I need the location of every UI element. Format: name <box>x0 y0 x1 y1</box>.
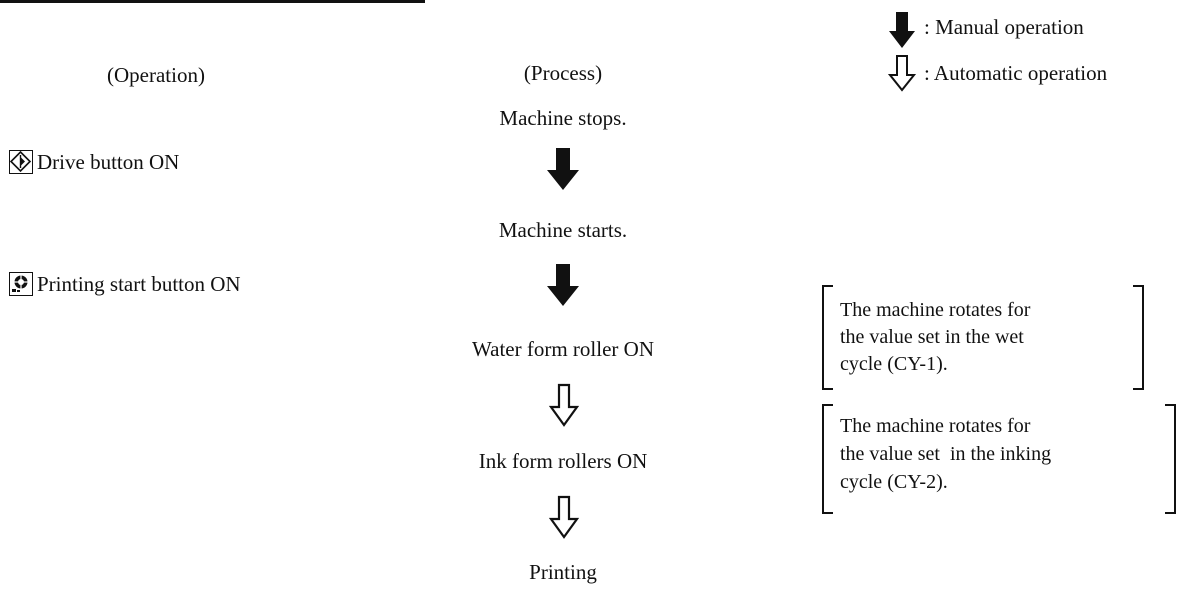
note-line: The machine rotates for <box>840 415 1031 437</box>
note-bracket-left <box>822 285 833 390</box>
note-bracket-left <box>822 404 833 514</box>
process-step: Machine starts. <box>498 218 628 242</box>
note-bracket-right <box>1165 404 1176 514</box>
printing-start-button-icon <box>9 272 33 296</box>
process-step: Water form roller ON <box>472 337 654 361</box>
process-step: Machine stops. <box>499 106 627 130</box>
process-column-header: (Process) <box>523 61 603 85</box>
legend-automatic-label: : Automatic operation <box>924 61 1108 85</box>
operation-column-header: (Operation) <box>107 63 205 87</box>
top-rule <box>0 0 425 3</box>
manual-flow-arrow-icon <box>547 264 579 306</box>
manual-flow-arrow-icon <box>547 148 579 190</box>
process-step: Printing <box>529 560 597 584</box>
automatic-flow-arrow-icon <box>548 495 580 539</box>
legend-manual-label: : Manual operation <box>924 15 1084 39</box>
process-step: Ink form rollers ON <box>478 449 648 473</box>
note-line: cycle (CY-1). <box>840 353 948 375</box>
note-line: the value set in the wet <box>840 326 1024 348</box>
note-line: The machine rotates for <box>840 299 1031 321</box>
drive-button-icon <box>9 150 33 174</box>
operation-label: Printing start button ON <box>37 272 241 296</box>
note-bracket-right <box>1133 285 1144 390</box>
operation-label: Drive button ON <box>37 150 180 174</box>
note-line: cycle (CY-2). <box>840 471 948 493</box>
manual-arrow-legend-icon <box>889 12 915 48</box>
automatic-arrow-legend-icon <box>887 55 917 92</box>
automatic-flow-arrow-icon <box>548 383 580 427</box>
note-line: the value set in the inking <box>840 443 1052 465</box>
